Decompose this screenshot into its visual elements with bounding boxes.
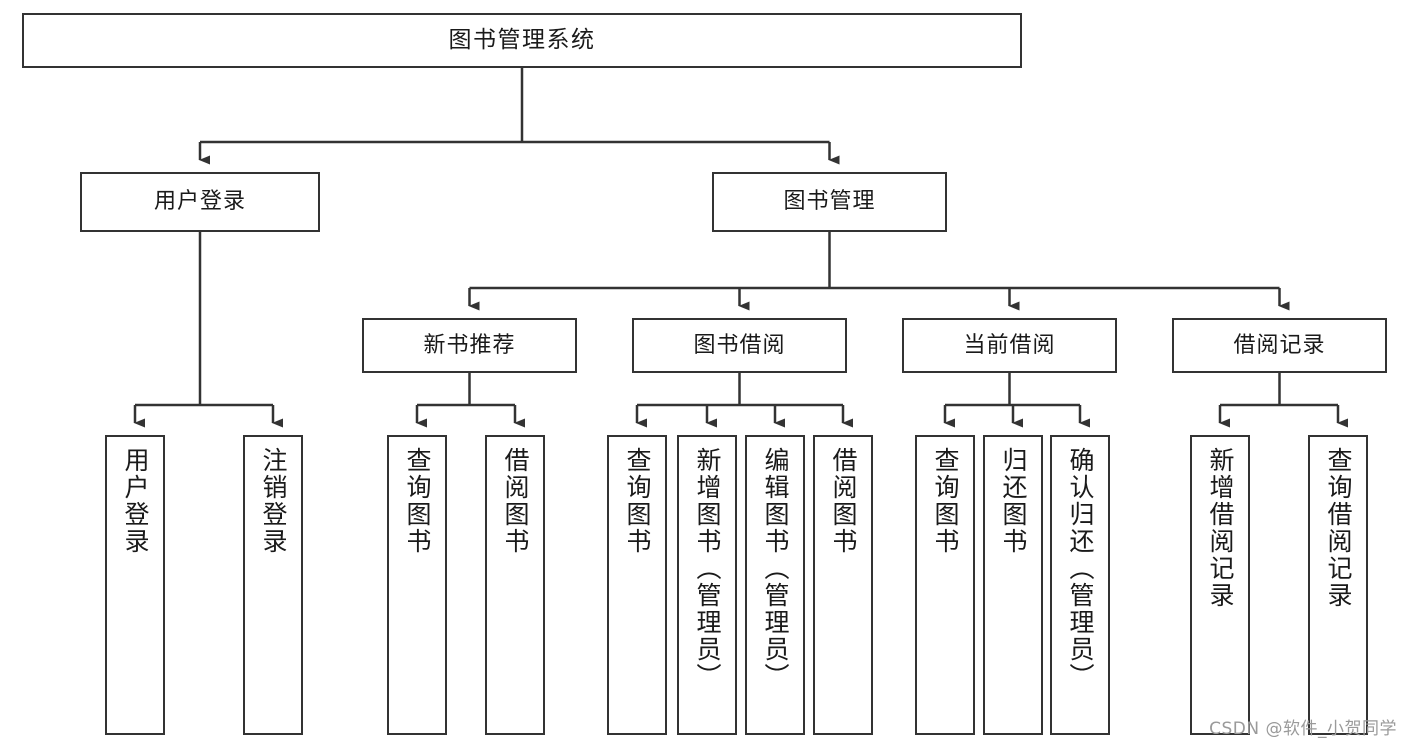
node-label: 借阅图书 — [501, 447, 530, 555]
node-label: 图书借阅 — [693, 332, 786, 358]
node-label: 借阅图书 — [829, 447, 858, 555]
node-label: 确认归还（管理员） — [1066, 447, 1095, 690]
node-leaf-bo-edit[interactable]: 编辑图书（管理员） — [745, 435, 805, 735]
node-leaf-rec-query[interactable]: 查询借阅记录 — [1308, 435, 1368, 735]
node-leaf-cur-query[interactable]: 查询图书 — [915, 435, 975, 735]
node-root[interactable]: 图书管理系统 — [22, 13, 1022, 68]
node-label: 查询图书 — [931, 447, 960, 555]
node-label: 新书推荐 — [423, 332, 516, 358]
node-records[interactable]: 借阅记录 — [1172, 318, 1387, 373]
node-newbook[interactable]: 新书推荐 — [362, 318, 577, 373]
node-label: 编辑图书（管理员） — [761, 447, 790, 690]
node-label: 查询图书 — [403, 447, 432, 555]
node-bookmgmt[interactable]: 图书管理 — [712, 172, 947, 232]
watermark: CSDN @软件_小贺同学 — [1209, 719, 1397, 739]
node-leaf-new-query[interactable]: 查询图书 — [387, 435, 447, 735]
node-leaf-bo-borrow[interactable]: 借阅图书 — [813, 435, 873, 735]
node-label: 图书管理 — [783, 189, 876, 215]
node-label: 查询图书 — [623, 447, 652, 555]
node-leaf-user-logout[interactable]: 注销登录 — [243, 435, 303, 735]
node-current[interactable]: 当前借阅 — [902, 318, 1117, 373]
node-label: 新增图书（管理员） — [693, 447, 722, 690]
node-label: 新增借阅记录 — [1206, 447, 1235, 609]
node-borrow[interactable]: 图书借阅 — [632, 318, 847, 373]
node-label: 注销登录 — [259, 447, 288, 555]
node-leaf-new-borrow[interactable]: 借阅图书 — [485, 435, 545, 735]
node-label: 当前借阅 — [963, 332, 1056, 358]
node-leaf-cur-return[interactable]: 归还图书 — [983, 435, 1043, 735]
node-leaf-bo-add[interactable]: 新增图书（管理员） — [677, 435, 737, 735]
node-label: 图书管理系统 — [448, 26, 596, 53]
node-login[interactable]: 用户登录 — [80, 172, 320, 232]
node-label: 用户登录 — [121, 447, 150, 555]
node-label: 查询借阅记录 — [1324, 447, 1353, 609]
node-label: 用户登录 — [153, 189, 246, 215]
node-leaf-bo-query[interactable]: 查询图书 — [607, 435, 667, 735]
node-leaf-cur-confirm[interactable]: 确认归还（管理员） — [1050, 435, 1110, 735]
node-label: 借阅记录 — [1233, 332, 1326, 358]
node-leaf-rec-add[interactable]: 新增借阅记录 — [1190, 435, 1250, 735]
node-label: 归还图书 — [999, 447, 1028, 555]
node-leaf-user-login[interactable]: 用户登录 — [105, 435, 165, 735]
